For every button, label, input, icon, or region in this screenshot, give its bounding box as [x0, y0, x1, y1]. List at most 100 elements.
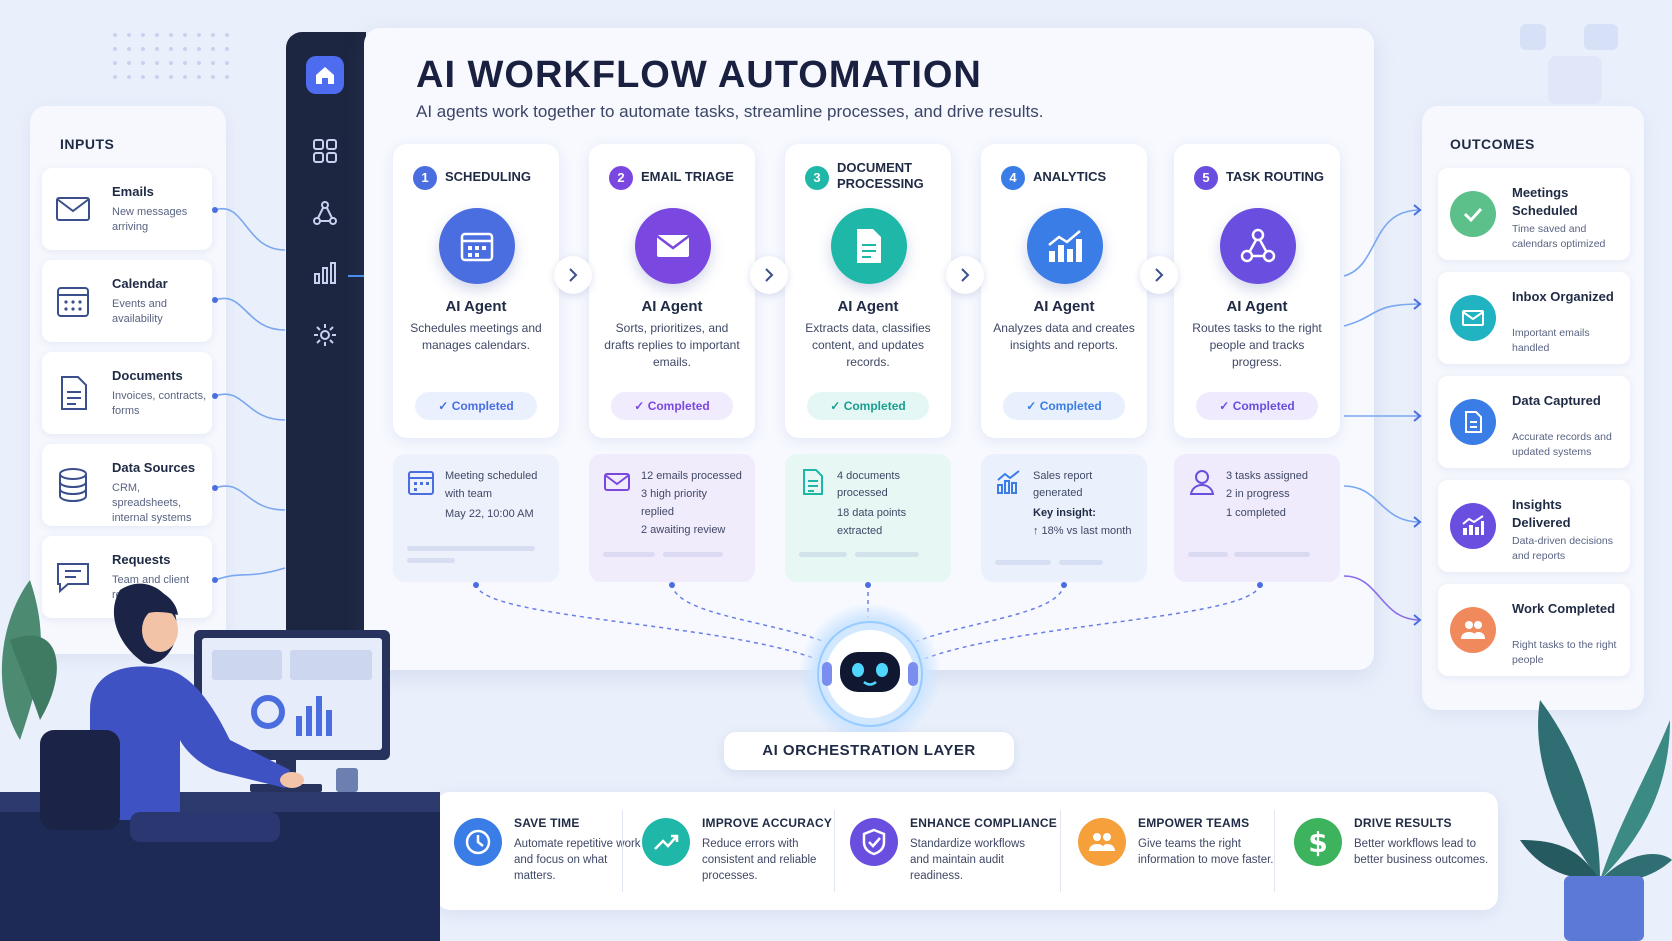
input-item-calendar[interactable]: Calendar Events and availability: [42, 260, 212, 342]
input-item-documents[interactable]: Documents Invoices, contracts, forms: [42, 352, 212, 434]
step-card-scheduling[interactable]: 1 SCHEDULING AI Agent Schedules meetings…: [393, 144, 559, 438]
document-icon: [831, 208, 907, 284]
chevron-right-icon: [946, 256, 984, 294]
step-name: SCHEDULING: [445, 169, 531, 184]
outcome-desc: Data-driven decisions and reports: [1512, 535, 1613, 562]
stat-line: May 22, 10:00 AM: [445, 508, 534, 520]
step-name: ANALYTICS: [1033, 169, 1107, 184]
step-desc: Sorts, prioritizes, and drafts replies t…: [604, 321, 740, 369]
stat-line: 1 completed: [1226, 507, 1286, 519]
status-text: Completed: [1232, 399, 1295, 413]
chart-icon: [1027, 208, 1103, 284]
envelope-icon: [56, 197, 90, 221]
placeholder-bar: [855, 552, 919, 557]
page-title: AI WORKFLOW AUTOMATION: [416, 54, 982, 96]
stat-line: 2 in progress: [1226, 488, 1290, 500]
document-icon: [61, 376, 87, 410]
stat-card-scheduling: Meeting scheduled with team May 22, 10:0…: [393, 454, 559, 582]
placeholder-bar: [663, 552, 723, 557]
trend-icon: [642, 818, 690, 866]
chat-icon: [57, 563, 89, 594]
benefit-desc: Better workflows lead to better business…: [1354, 838, 1489, 866]
placeholder-bar: [799, 552, 847, 557]
status-text: Completed: [451, 399, 514, 413]
home-icon[interactable]: [306, 56, 344, 94]
input-desc: Events and availability: [112, 298, 168, 325]
outcome-work[interactable]: Work Completed Right tasks to the right …: [1438, 584, 1630, 676]
outcome-insights[interactable]: Insights Delivered Data-driven decisions…: [1438, 480, 1630, 572]
input-title: Data Sources: [112, 460, 196, 475]
divider: [1060, 810, 1061, 892]
benefit-title: SAVE TIME: [514, 816, 580, 830]
step-number: 5: [1194, 166, 1218, 190]
status-text: Completed: [1039, 399, 1102, 413]
benefit-save-time: SAVE TIME Automate repetitive work and f…: [454, 812, 662, 892]
stat-line: Sales report: [1033, 470, 1093, 482]
outcome-title: Meetings Scheduled: [1512, 185, 1578, 218]
page-subtitle: AI agents work together to automate task…: [416, 102, 1044, 121]
workflow-icon[interactable]: [306, 194, 344, 232]
step-desc: Schedules meetings and manages calendars…: [410, 321, 542, 352]
chart-icon: [1450, 503, 1496, 549]
envelope-icon: [635, 208, 711, 284]
input-title: Emails: [112, 184, 154, 199]
decorative-square: [1584, 24, 1618, 50]
step-card-task-routing[interactable]: 5 TASK ROUTING AI Agent Routes tasks to …: [1174, 144, 1340, 438]
settings-icon[interactable]: [306, 316, 344, 354]
step-card-email-triage[interactable]: 2 EMAIL TRIAGE AI Agent Sorts, prioritiz…: [589, 144, 755, 438]
sidebar: [286, 32, 366, 652]
stat-line: 3 high priority: [641, 488, 708, 500]
step-card-analytics[interactable]: 4 ANALYTICS AI Agent Analyzes data and c…: [981, 144, 1147, 438]
outcome-meetings[interactable]: Meetings Scheduled Time saved and calend…: [1438, 168, 1630, 260]
outcome-title: Work Completed: [1512, 601, 1616, 616]
stat-line: with team: [445, 488, 493, 500]
outcome-data[interactable]: Data Captured Accurate records and updat…: [1438, 376, 1630, 468]
stat-line: replied: [641, 506, 675, 518]
input-title: Calendar: [112, 276, 168, 291]
stat-line: processed: [837, 487, 888, 499]
divider: [622, 810, 623, 892]
people-icon: [1078, 818, 1126, 866]
input-item-emails[interactable]: Emails New messages arriving: [42, 168, 212, 250]
benefit-enhance-compliance: ENHANCE COMPLIANCE Standardize workflows…: [850, 812, 1058, 892]
status-badge: ✓ Completed: [415, 392, 537, 420]
envelope-icon: [604, 473, 630, 491]
dollar-icon: $: [1294, 818, 1342, 866]
plant-illustration: [1520, 700, 1672, 941]
ai-robot-icon: [800, 604, 940, 744]
input-item-data-sources[interactable]: Data Sources CRM, spreadsheets, internal…: [42, 444, 212, 526]
benefit-desc: Automate repetitive work and focus on wh…: [514, 838, 641, 882]
placeholder-bar: [1188, 552, 1228, 557]
placeholder-bar: [603, 552, 655, 557]
inputs-title: INPUTS: [60, 136, 115, 152]
analytics-icon[interactable]: [306, 254, 344, 292]
step-number: 3: [805, 166, 829, 190]
step-card-document-processing[interactable]: 3 DOCUMENT PROCESSING AI Agent Extracts …: [785, 144, 951, 438]
stat-line: 3 tasks assigned: [1226, 470, 1308, 482]
grid-icon[interactable]: [306, 132, 344, 170]
placeholder-bar: [407, 558, 455, 563]
outcome-desc: Important emails handled: [1512, 327, 1590, 354]
status-text: Completed: [647, 399, 710, 413]
database-icon: [59, 468, 87, 503]
stat-line: Meeting scheduled: [445, 470, 538, 482]
stat-line: extracted: [837, 525, 883, 537]
input-desc: Invoices, contracts, forms: [112, 390, 207, 417]
stat-line: 2 awaiting review: [641, 524, 726, 536]
calendar-icon: [57, 287, 89, 317]
status-badge: ✓ Completed: [1003, 392, 1125, 420]
decorative-square: [1548, 56, 1602, 104]
outcome-desc: Time saved and calendars optimized: [1512, 223, 1606, 250]
outcome-title: Inbox Organized: [1512, 289, 1614, 304]
stat-line: 4 documents: [837, 470, 900, 482]
chevron-right-icon: [750, 256, 788, 294]
envelope-icon: [1450, 295, 1496, 341]
step-name: TASK ROUTING: [1226, 169, 1324, 184]
outcome-inbox[interactable]: Inbox Organized Important emails handled: [1438, 272, 1630, 364]
calendar-icon: [439, 208, 515, 284]
agent-label: AI Agent: [445, 298, 507, 315]
placeholder-bar: [1234, 552, 1310, 557]
benefit-title: IMPROVE ACCURACY: [702, 816, 833, 830]
status-badge: ✓ Completed: [1196, 392, 1318, 420]
step-desc: Extracts data, classifies content, and u…: [805, 321, 931, 369]
